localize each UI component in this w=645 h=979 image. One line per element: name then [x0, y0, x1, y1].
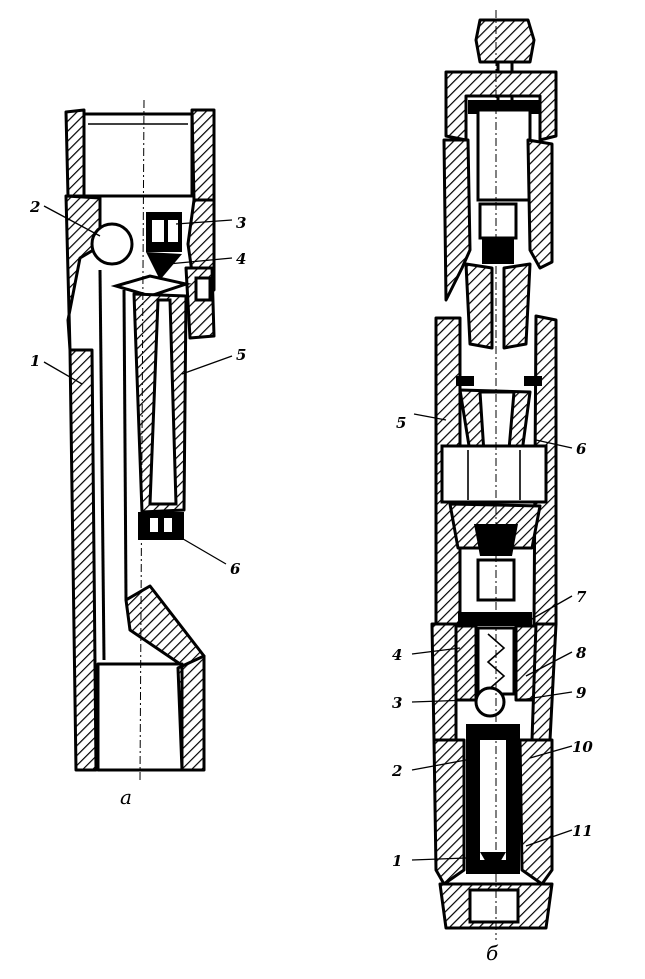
label-b-1: 1 — [392, 852, 402, 870]
figure-a-drawing — [43, 99, 233, 781]
label-a-6: 6 — [230, 560, 241, 578]
caption-a: a — [120, 785, 132, 809]
label-a-3: 3 — [236, 214, 246, 232]
label-b-7: 7 — [576, 588, 587, 606]
label-b-8: 8 — [576, 644, 587, 662]
label-b-10: 10 — [572, 738, 593, 756]
caption-b: б — [486, 941, 499, 965]
label-a-1: 1 — [30, 352, 40, 370]
label-b-9: 9 — [576, 684, 587, 702]
label-b-6: 6 — [576, 440, 587, 458]
label-a-2: 2 — [29, 198, 40, 216]
label-b-2: 2 — [391, 762, 402, 780]
label-a-5: 5 — [236, 346, 246, 364]
label-b-11: 11 — [572, 822, 593, 840]
label-b-3: 3 — [392, 694, 402, 712]
label-a-4: 4 — [236, 250, 246, 268]
figure-b-drawing — [411, 10, 573, 940]
label-b-4: 4 — [392, 646, 402, 664]
label-b-5: 5 — [396, 414, 406, 432]
